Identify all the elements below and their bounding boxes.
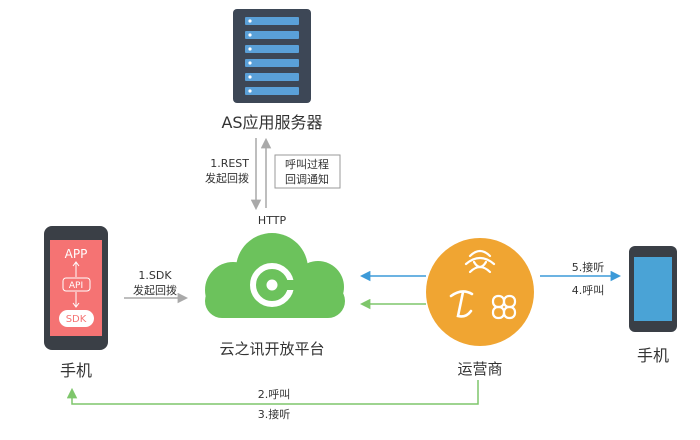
left-phone-caption: 手机 (60, 361, 92, 380)
sdk-label: SDK (66, 314, 87, 325)
api-label: API (69, 281, 83, 291)
right-phone-caption: 手机 (637, 346, 669, 365)
left-phone-icon (44, 226, 108, 350)
server-label: AS应用服务器 (221, 113, 322, 132)
phone-to-cloud-label-1: 1.SDK (138, 269, 172, 282)
server-icon (233, 9, 311, 103)
http-label: HTTP (258, 214, 287, 227)
operator-to-left-phone-arrow (66, 380, 479, 405)
app-label: APP (65, 247, 88, 261)
operator-to-left-phone-label-2: 3.接听 (258, 408, 291, 421)
operator-icon (426, 238, 534, 346)
phone-to-cloud-label-2: 发起回拨 (133, 283, 177, 297)
server-to-cloud-label-2: 发起回拨 (205, 171, 249, 185)
cloud-to-server-label-2: 回调通知 (285, 172, 329, 186)
cloud-caption: 云之讯开放平台 (219, 340, 324, 358)
cloud-icon (205, 233, 345, 318)
callback-box (274, 154, 341, 189)
operator-to-left-phone-label-1: 2.呼叫 (258, 388, 291, 401)
operator-to-phone-label-1: 5.接听 (572, 261, 605, 274)
server-to-cloud-label-1: 1.REST (210, 157, 249, 170)
cloud-to-server-label-1: 呼叫过程 (285, 158, 329, 171)
operator-caption: 运营商 (457, 360, 502, 378)
right-phone-icon (629, 246, 677, 332)
operator-to-phone-label-2: 4.呼叫 (572, 284, 605, 297)
